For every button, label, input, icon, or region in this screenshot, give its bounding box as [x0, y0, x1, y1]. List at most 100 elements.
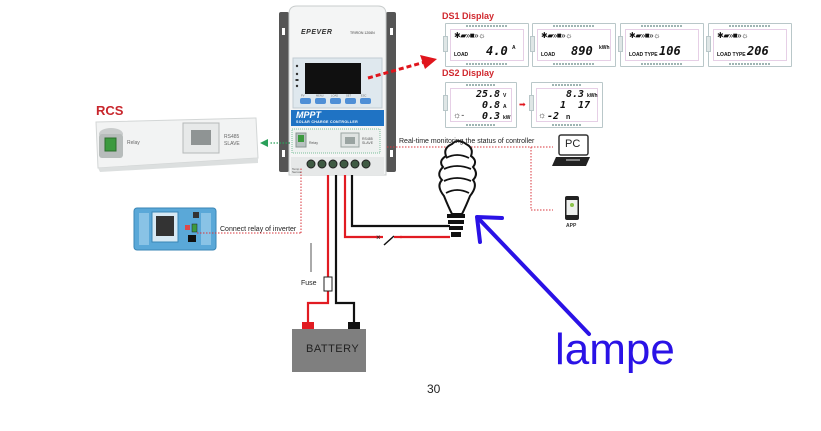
controller-button-label: MENU: [316, 94, 324, 98]
rcs-housing-edge: [98, 158, 258, 172]
rcs-module: [95, 117, 259, 172]
ds2a-value-power: 0.3: [482, 111, 501, 122]
ds1-value: 106: [659, 44, 681, 58]
battery-wires: [306, 175, 356, 322]
battery-positive-terminal: [302, 322, 314, 330]
lamp-base: [451, 232, 461, 237]
inverter-led: [185, 225, 190, 230]
rcs-port-label-2: SLAVE: [224, 141, 240, 147]
ds2a-value-voltage: 25.8: [476, 89, 501, 100]
ds2-screen-a: 25.8 V 0.8 A ☼- 0.3 kW: [443, 82, 517, 128]
controller-comm-area: [291, 128, 381, 154]
controller-button-label: ESC: [361, 94, 366, 98]
solar-charge-controller: PV MENU LOAD SET ESC: [279, 5, 396, 176]
switch-pivot: ×: [376, 233, 381, 242]
bracket-slot: [390, 150, 393, 157]
annotation-arrow: [475, 215, 591, 336]
controller-button-menu[interactable]: [315, 98, 326, 104]
controller-relay-label: Relay: [309, 141, 318, 145]
controller-terminal-label: Temp Sensor: [292, 167, 302, 174]
terminal-screw: [317, 159, 327, 169]
controller-terminal-block: [291, 157, 384, 175]
load-positive-wire: [343, 175, 450, 239]
mppt-subtitle: SOLAR CHARGE CONTROLLER: [296, 120, 359, 124]
bracket-slot: [282, 150, 285, 157]
load-switch[interactable]: [383, 235, 395, 246]
controller-button-label: SET: [346, 94, 351, 98]
controller-brand: EPEVER: [301, 29, 333, 36]
ds1-unit: kWh: [599, 45, 610, 51]
ds1-left-label: LOAD: [541, 52, 556, 58]
load-wires: ×: [343, 175, 450, 246]
display-link-arrow: [367, 55, 437, 80]
controller-button-label: PV: [301, 94, 305, 98]
lamp-base: [449, 226, 463, 230]
load-negative-wire: [350, 175, 450, 228]
controller-button-label: LOAD: [331, 94, 338, 98]
ds1-value: 206: [747, 44, 769, 58]
fuse: [323, 276, 333, 292]
inverter: [133, 207, 217, 251]
app-label: APP: [566, 223, 577, 229]
ds2-screen-b: 8.3 kWh 1 17 ☼ -2 n: [529, 82, 603, 128]
rcs-port-label-1: RS485: [224, 134, 240, 140]
fuse-label: Fuse: [301, 280, 317, 287]
page-number: 30: [427, 382, 441, 396]
inverter-vent-left: [139, 213, 149, 245]
controller-button-set[interactable]: [345, 98, 356, 104]
inverter-relay-terminal: [191, 223, 198, 233]
lamp-base: [448, 220, 464, 224]
controller-right-bracket: [386, 12, 396, 172]
terminal-screw: [350, 159, 360, 169]
rcs-relay-label: Relay: [127, 140, 140, 146]
pc-label: PC: [565, 138, 581, 150]
controller-button-esc[interactable]: [360, 98, 371, 104]
ds2-title: DS2 Display: [442, 68, 495, 78]
ds2a-unit-voltage: V: [503, 93, 507, 99]
indicator-led: [295, 84, 299, 88]
ds2a-sun-icon: ☼-: [453, 110, 465, 120]
indicator-led: [295, 72, 299, 76]
rcs-rj45-port: [191, 130, 211, 145]
rcs-title: RCS: [96, 103, 124, 118]
ds1-value: 890: [571, 44, 593, 58]
controller-button-pv[interactable]: [300, 98, 311, 104]
ds1-value: 4.0: [486, 44, 508, 58]
controller-button-load[interactable]: [330, 98, 341, 104]
battery-body: [292, 329, 366, 372]
monitoring-label: Real-time monitoring the status of contr…: [399, 138, 535, 145]
lamp-icon: [438, 140, 477, 237]
rcs-relay-terminal: [104, 137, 117, 152]
ds1-flow-icons: ✱▰»■»☼: [717, 31, 748, 40]
indicator-led: [295, 79, 299, 81]
rj45-jack: [345, 137, 355, 144]
ds1-flow-icons: ✱▰»■»☼: [541, 31, 572, 40]
ds1-left-label: LOAD TYPE: [629, 52, 658, 58]
monitoring-link: [387, 146, 553, 211]
controller-left-bracket: [279, 12, 289, 172]
lamp-base: [447, 214, 465, 218]
battery-negative-terminal: [348, 322, 360, 330]
ds1-flow-icons: ✱▰»■»☼: [629, 31, 660, 40]
mppt-panel: [291, 110, 384, 126]
controller-relay-terminal: [298, 135, 304, 142]
ds2a-value-current: 0.8: [482, 100, 501, 111]
ds1-flow-icons: ✱▰»■»☼: [454, 31, 485, 40]
rcs-link-arrow: [260, 139, 290, 147]
ds1-left-label: LOAD: [454, 52, 469, 58]
ds2b-value-time: 1 17: [560, 100, 591, 111]
controller-lcd-screen: [305, 63, 361, 94]
inverter-vent-right: [201, 213, 211, 245]
ds2a-unit-current: A: [503, 104, 507, 110]
ds1-unit: A: [512, 45, 516, 51]
controller-port-label: RS485 SLAVE: [362, 137, 374, 145]
ds1-screen: ✱▰»■»☼ LOAD TYPE 106: [618, 23, 704, 67]
bracket-slot: [282, 28, 285, 35]
ds1-screen: ✱▰»■»☼ LOAD 4.0 A: [443, 23, 529, 67]
terminal-screw: [306, 159, 316, 169]
inverter-switch: [188, 235, 196, 242]
terminal-screw: [328, 159, 338, 169]
terminal-screw: [339, 159, 349, 169]
ds2b-sun-icon: ☼: [538, 110, 547, 120]
